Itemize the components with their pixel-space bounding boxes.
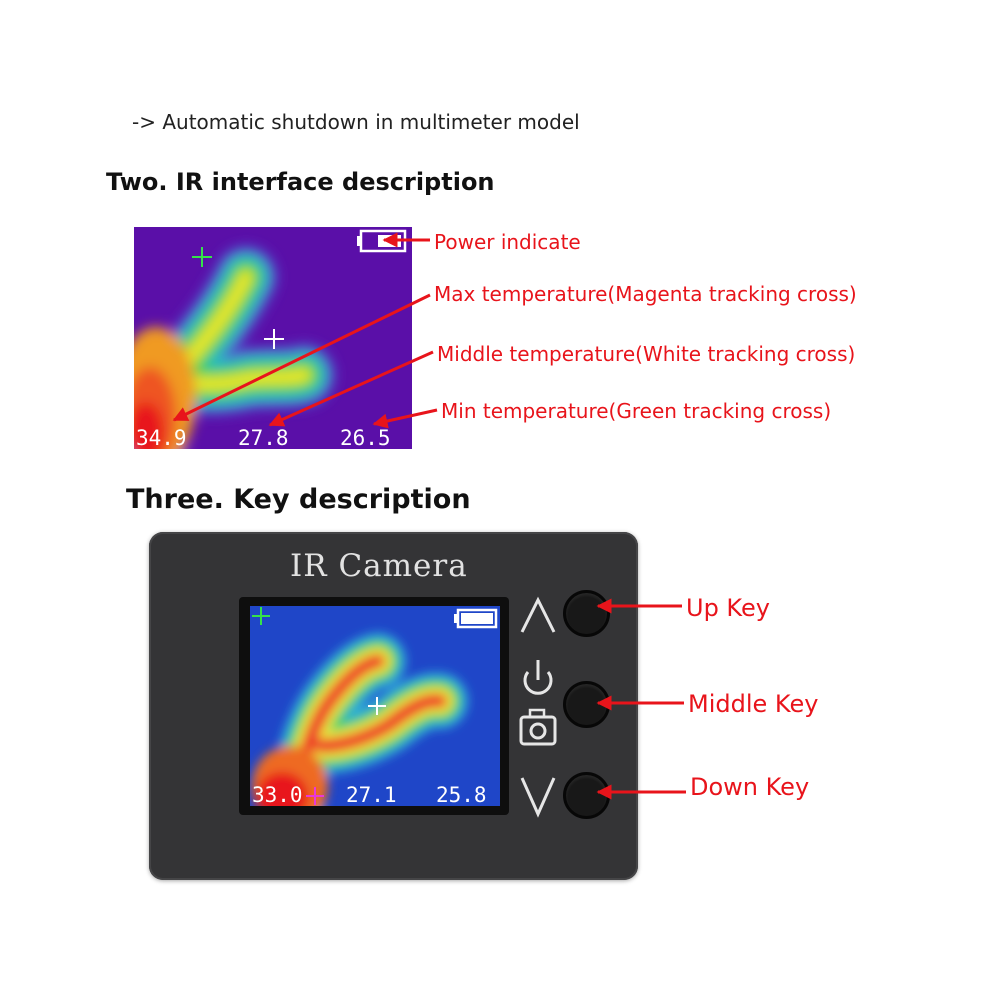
callout-middle-temp: Middle temperature(White tracking cross) (437, 342, 856, 366)
white-tracking-cross (368, 697, 386, 715)
section-heading-keys: Three. Key description (126, 484, 471, 515)
callout-down-key: Down Key (690, 773, 810, 801)
green-tracking-cross (252, 607, 270, 625)
max-temp-readout: 33.0 (252, 783, 303, 806)
battery-icon (454, 608, 498, 629)
magenta-tracking-cross (306, 787, 324, 805)
power-icon (523, 660, 553, 695)
up-arrow-icon (520, 596, 556, 633)
down-arrow-icon (520, 777, 556, 818)
max-temp-readout: 34.9 (136, 426, 187, 449)
arrow-min-temp (372, 408, 438, 429)
up-key-button[interactable] (563, 590, 610, 637)
thermal-heat-shape (252, 633, 468, 806)
callout-power: Power indicate (434, 230, 581, 254)
middle-temp-readout: 27.8 (238, 426, 289, 449)
arrow-middle-temp (268, 350, 434, 427)
callout-min-temp: Min temperature(Green tracking cross) (441, 399, 832, 423)
device-thermal-screen: 33.0 27.1 25.8 (250, 606, 500, 806)
section-heading-ir: Two. IR interface description (106, 168, 495, 196)
intro-note: -> Automatic shutdown in multimeter mode… (132, 110, 580, 134)
camera-icon (519, 708, 557, 746)
thermal-heat-shape (134, 245, 336, 449)
callout-up-key: Up Key (686, 594, 770, 622)
arrow-max-temp (172, 293, 431, 422)
callout-middle-key: Middle Key (688, 690, 819, 718)
key-glyphs (519, 596, 557, 818)
min-temp-readout: 25.8 (436, 783, 487, 806)
device-title: IR Camera (290, 548, 468, 584)
white-tracking-cross (264, 329, 284, 349)
min-temp-readout: 26.5 (340, 426, 391, 449)
middle-temp-readout: 27.1 (346, 783, 397, 806)
green-tracking-cross (192, 247, 212, 267)
callout-max-temp: Max temperature(Magenta tracking cross) (434, 282, 857, 306)
